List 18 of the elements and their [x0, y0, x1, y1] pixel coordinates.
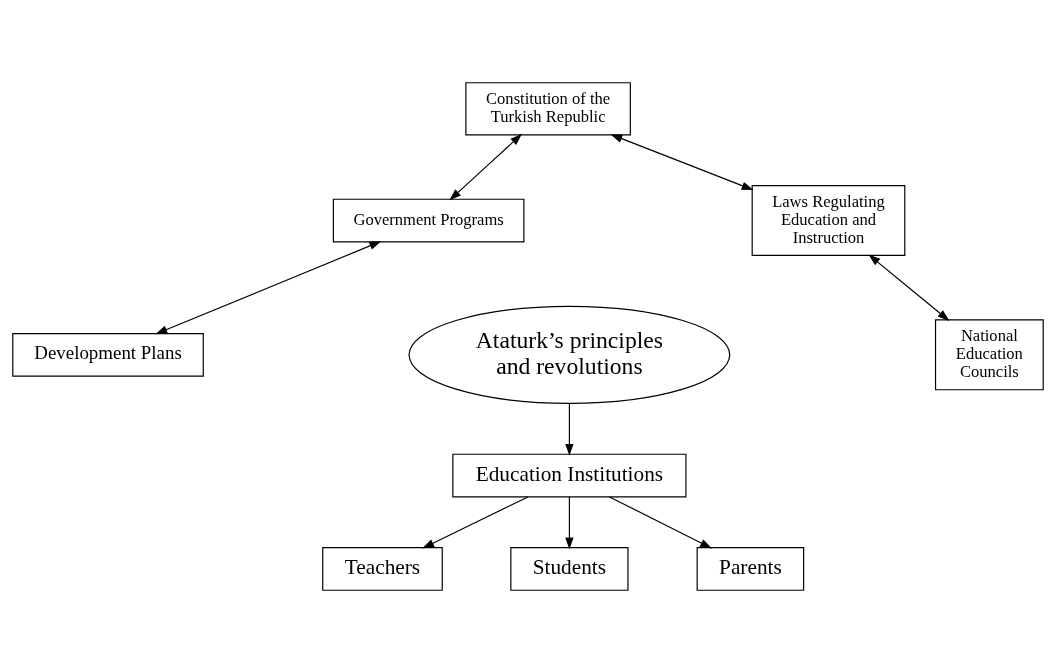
- node-box: Constitution of the Turkish Republic: [465, 81, 631, 135]
- arrow: [609, 495, 712, 548]
- node-ellipse: Ataturk’s principles and revolutions: [408, 305, 731, 404]
- arrow: [868, 254, 950, 321]
- arrow: [449, 133, 522, 200]
- node-box: Development Plans: [12, 332, 204, 377]
- arrow: [610, 133, 754, 190]
- node-box: Parents: [696, 546, 805, 591]
- node-box: Government Programs: [332, 198, 525, 242]
- node-box: National Education Councils: [934, 318, 1044, 390]
- node-box: Teachers: [322, 546, 443, 591]
- arrow: [155, 240, 382, 334]
- node-box: Laws Regulating Education and Instruction: [751, 184, 906, 256]
- arrow: [565, 495, 574, 549]
- node-box: Education Institutions: [452, 453, 687, 497]
- arrow: [565, 402, 574, 456]
- node-box: Students: [510, 546, 629, 591]
- arrow: [422, 495, 529, 548]
